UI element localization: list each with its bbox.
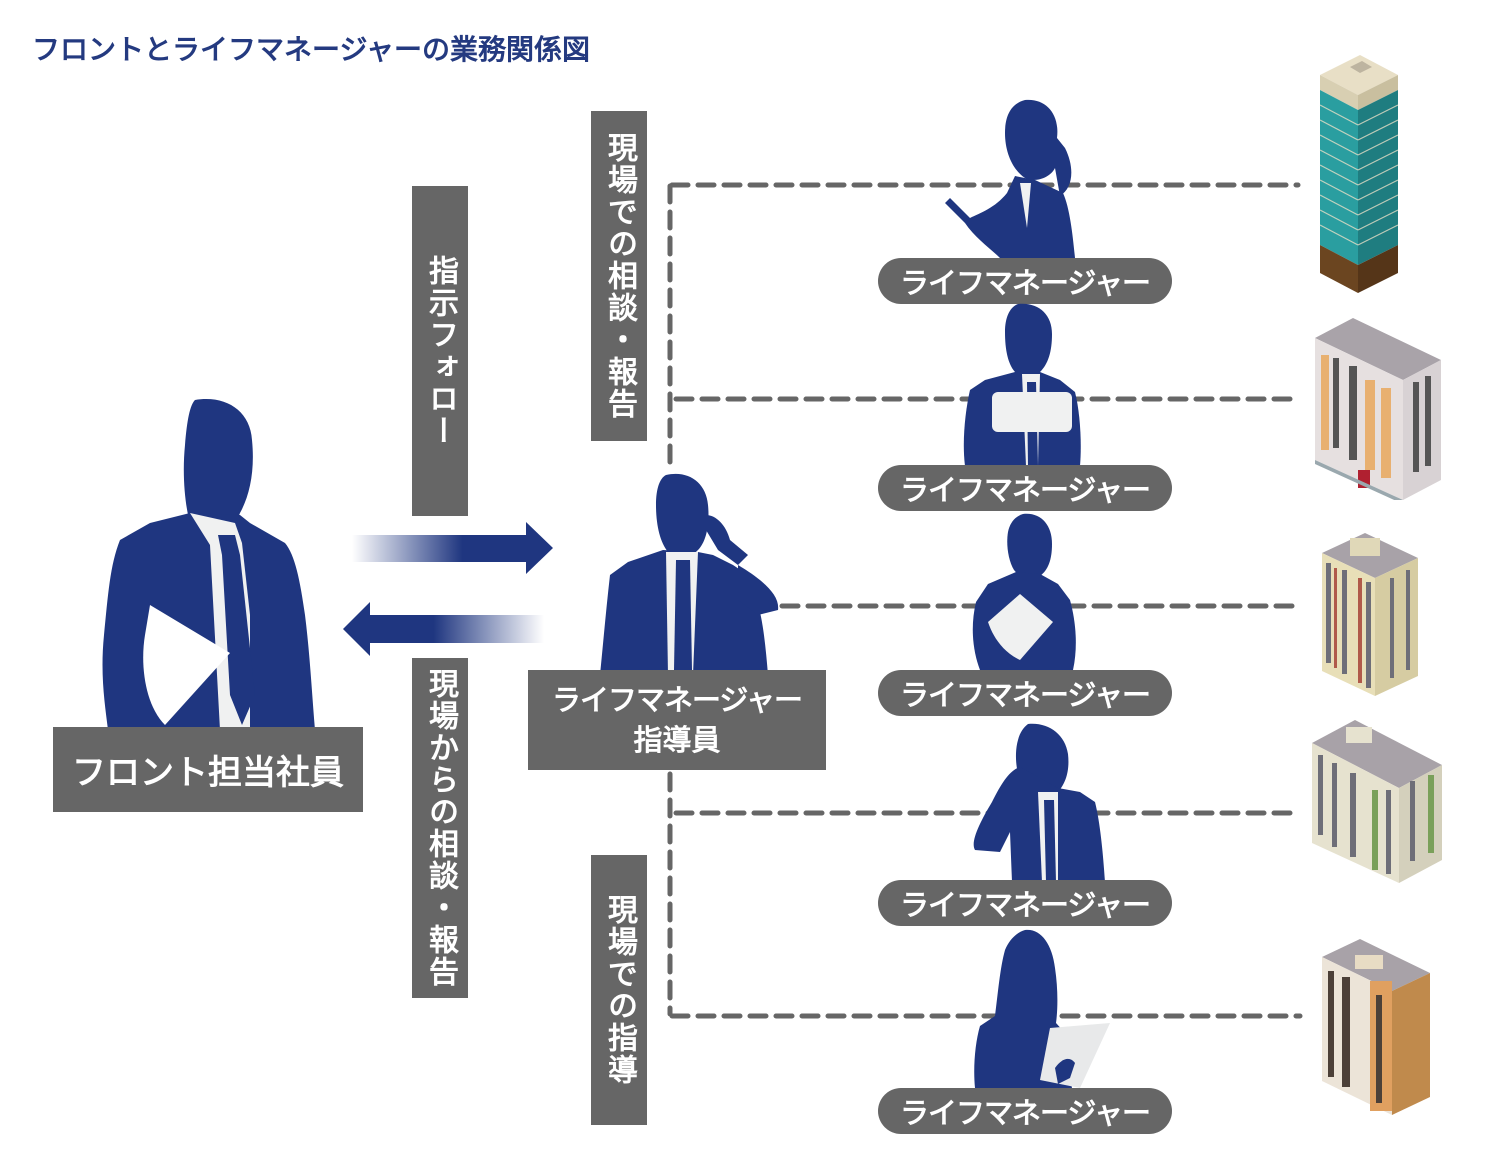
life-manager-label-1: ライフマネージャー [878, 258, 1172, 304]
instructor-label-line2: 指導員 [633, 723, 721, 757]
instructor-label: ライフマネージャー 指導員 [528, 670, 826, 770]
front-staff-label-text: フロント担当社員 [72, 753, 344, 793]
businessman-with-laptop-silhouette-icon [963, 303, 1081, 466]
apartment-building-icon [1315, 318, 1441, 500]
label-field-consultation-report: 現場での相談・報告 [591, 111, 647, 441]
businessman-on-phone-silhouette-icon [600, 473, 779, 675]
label-consultation-from-field: 現場からの相談・報告 [412, 658, 468, 998]
instructor-label-line1: ライフマネージャー [552, 683, 803, 717]
arrow-right-icon [352, 522, 553, 574]
businesswoman-with-folder-silhouette-icon [972, 513, 1076, 670]
businesswoman-on-phone-silhouette-icon [945, 99, 1075, 258]
label-instruction-follow: 指示フォロー [412, 186, 468, 516]
arrow-left-icon [343, 602, 544, 656]
life-manager-label-5: ライフマネージャー [878, 1088, 1172, 1134]
office-tower-icon [1319, 55, 1399, 293]
businesswoman-with-tablet-silhouette-icon [974, 929, 1110, 1088]
life-manager-label-2: ライフマネージャー [878, 465, 1172, 511]
condominium-icon [1322, 533, 1418, 696]
businessman-on-phone-silhouette-icon [973, 723, 1105, 882]
life-manager-label-3: ライフマネージャー [878, 670, 1172, 716]
label-field-guidance: 現場での指導 [591, 855, 647, 1125]
diagram-title: フロントとライフマネージャーの業務関係図 [32, 33, 591, 66]
businessman-silhouette-icon [102, 399, 315, 730]
life-manager-label-4: ライフマネージャー [878, 880, 1172, 926]
front-staff-label: フロント担当社員 [53, 727, 363, 812]
mansion-building-icon [1312, 720, 1442, 883]
residential-tower-icon [1322, 939, 1430, 1115]
